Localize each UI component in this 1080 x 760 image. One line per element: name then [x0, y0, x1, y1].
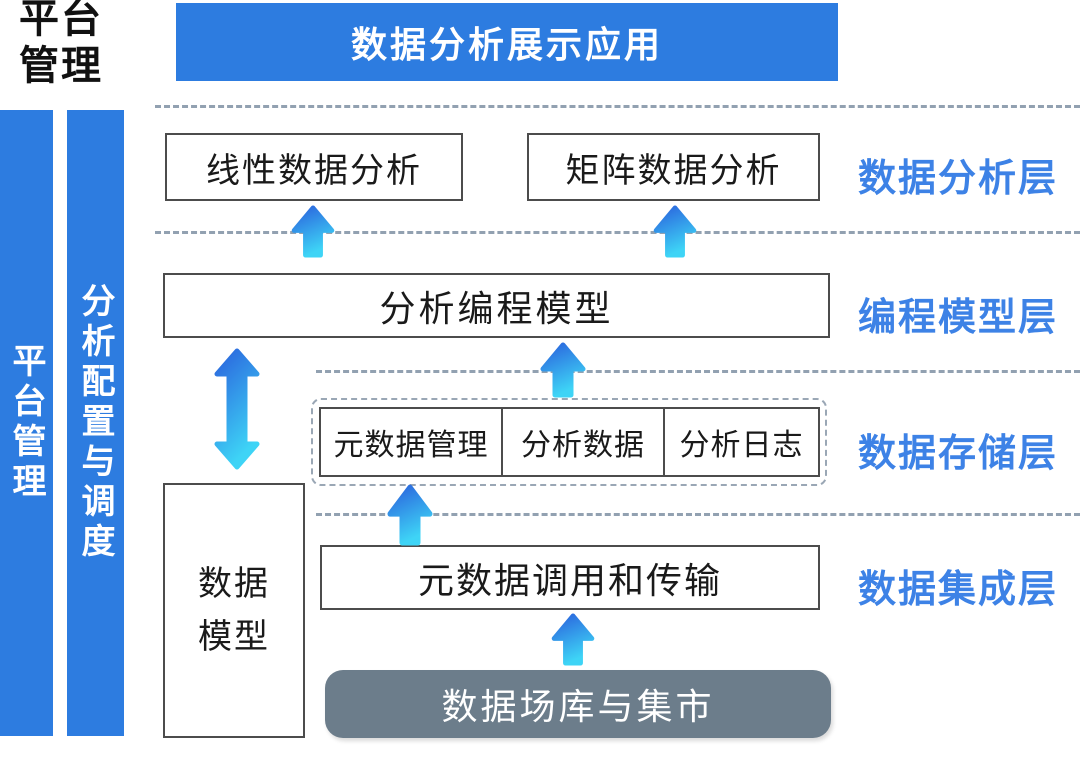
sidebar-analysis-config-scheduling-label: 分析配置与调度 — [76, 283, 114, 563]
box-data-warehouse-mart-label: 数据场库与集市 — [441, 686, 715, 727]
up-arrow-icon — [291, 205, 335, 258]
box-data-model-line1: 数据 — [198, 564, 270, 603]
up-arrow-to-matrix-analysis — [652, 205, 698, 258]
up-arrow-to-integration — [550, 613, 596, 666]
double-vertical-arrow-model-link — [214, 348, 260, 470]
storage-cell-analysis-data: 分析数据 — [501, 409, 663, 475]
layer-separator-4 — [316, 513, 1080, 516]
layer-separator-1 — [155, 105, 1080, 108]
double-vertical-arrow-icon — [214, 348, 260, 470]
box-matrix-data-analysis: 矩阵数据分析 — [527, 133, 820, 201]
up-arrow-to-linear-analysis — [290, 205, 336, 258]
layer-label-data-storage: 数据存储层 — [858, 433, 1059, 475]
layer-label-data-analysis: 数据分析层 — [858, 158, 1059, 200]
corner-title-line1: 平台 — [19, 0, 103, 41]
layer-separator-2 — [155, 231, 1080, 234]
storage-cell-analysis-log: 分析日志 — [663, 409, 818, 475]
box-matrix-data-analysis-label: 矩阵数据分析 — [565, 151, 782, 190]
top-banner: 数据分析展示应用 — [176, 3, 838, 81]
storage-group-box: 元数据管理 分析数据 分析日志 — [319, 407, 820, 477]
box-metadata-call-transfer: 元数据调用和传输 — [320, 545, 820, 610]
corner-title: 平台 管理 — [6, 0, 116, 90]
box-data-warehouse-mart: 数据场库与集市 — [325, 670, 831, 738]
box-data-model: 数据 模型 — [163, 483, 305, 738]
up-arrow-icon — [540, 342, 586, 398]
layer-label-data-integration: 数据集成层 — [858, 569, 1059, 611]
box-linear-data-analysis-label: 线性数据分析 — [206, 151, 422, 190]
box-data-model-label: 数据 模型 — [198, 558, 270, 663]
storage-cell-metadata-management: 元数据管理 — [333, 429, 489, 462]
up-arrow-icon — [387, 484, 433, 546]
sidebar-platform-management-label: 平台管理 — [7, 343, 45, 503]
up-arrow-to-programming-model — [540, 342, 586, 398]
sidebar-analysis-config-scheduling: 分析配置与调度 — [67, 110, 124, 736]
up-arrow-to-storage — [387, 484, 433, 546]
top-banner-label: 数据分析展示应用 — [350, 24, 663, 65]
up-arrow-icon — [653, 205, 697, 258]
corner-title-line2: 管理 — [19, 43, 103, 88]
box-analysis-programming-model: 分析编程模型 — [163, 273, 830, 338]
box-data-model-line2: 模型 — [198, 617, 270, 656]
box-metadata-call-transfer-label: 元数据调用和传输 — [417, 559, 722, 601]
up-arrow-icon — [551, 613, 595, 666]
storage-group-dashed-frame — [311, 398, 827, 486]
box-analysis-programming-model-label: 分析编程模型 — [379, 287, 614, 329]
sidebar-platform-management: 平台管理 — [0, 110, 53, 736]
layer-label-programming-model: 编程模型层 — [858, 297, 1059, 339]
box-linear-data-analysis: 线性数据分析 — [165, 133, 463, 201]
layer-separator-3 — [316, 370, 1080, 373]
